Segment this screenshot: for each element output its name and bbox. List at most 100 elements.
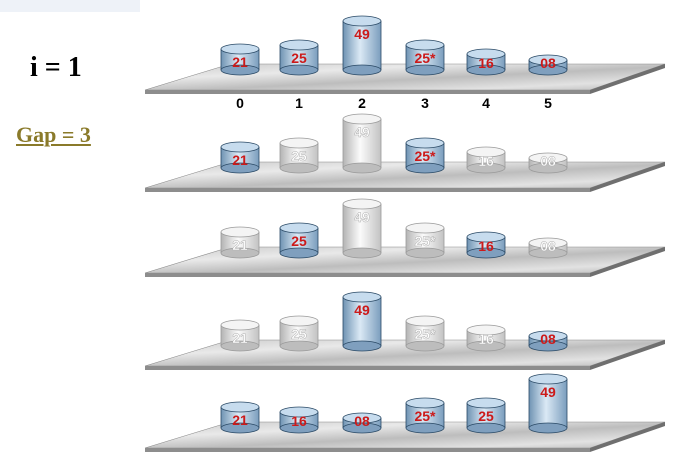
cylinder-r1-c1: 25 xyxy=(279,137,319,174)
cylinder-top xyxy=(405,137,445,149)
shelf-side xyxy=(590,340,665,370)
cylinder-value: 21 xyxy=(232,330,248,346)
cylinder-base xyxy=(405,162,445,174)
shelf-edge xyxy=(145,366,590,370)
cylinder-top xyxy=(528,54,568,66)
cylinder-top xyxy=(220,43,260,55)
cylinder-top xyxy=(220,141,260,153)
cylinder-value: 25* xyxy=(414,408,436,424)
cylinder-base xyxy=(342,247,382,259)
cylinder-r1-c2: 49 xyxy=(342,113,382,174)
cylinder-r2-c4: 16 xyxy=(466,231,506,259)
shelf-side xyxy=(590,64,665,94)
cylinder-value: 25* xyxy=(414,148,436,164)
cylinder-base xyxy=(279,64,319,76)
cylinder-value: 21 xyxy=(232,412,248,428)
cylinder-r3-c5: 08 xyxy=(528,330,568,352)
cylinder-top xyxy=(220,226,260,238)
cylinder-value: 25 xyxy=(291,50,307,66)
cylinder-top xyxy=(342,113,382,125)
cylinder-r3-c3: 25* xyxy=(405,315,445,352)
index-label-0: 0 xyxy=(236,95,244,111)
cylinder-value: 49 xyxy=(354,302,370,318)
cylinder-r4-c5: 49 xyxy=(528,373,568,434)
index-label-1: 1 xyxy=(295,95,303,111)
index-label-2: 2 xyxy=(358,95,366,111)
cylinder-top xyxy=(279,222,319,234)
cylinder-body xyxy=(221,407,259,428)
cylinder-top xyxy=(342,291,382,303)
cylinder-r4-c0: 21 xyxy=(220,401,260,434)
cylinder-value: 16 xyxy=(478,153,494,169)
cylinder-top xyxy=(405,397,445,409)
cylinder-base xyxy=(279,162,319,174)
cylinder-value: 16 xyxy=(478,331,494,347)
cylinder-r3-c4: 16 xyxy=(466,324,506,352)
cylinder-r1-c3: 25* xyxy=(405,137,445,174)
cylinder-r4-c1: 16 xyxy=(279,406,319,434)
cylinder-value: 25 xyxy=(478,408,494,424)
cylinder-top xyxy=(279,137,319,149)
index-label-4: 4 xyxy=(482,95,490,111)
cylinder-r2-c5: 08 xyxy=(528,237,568,259)
cylinder-value: 08 xyxy=(540,55,556,71)
cylinder-top xyxy=(342,198,382,210)
cylinder-body xyxy=(343,297,381,346)
cylinder-value: 25 xyxy=(291,326,307,342)
cylinder-top xyxy=(466,397,506,409)
cylinder-base xyxy=(528,422,568,434)
cylinder-r0-c4: 16 xyxy=(466,48,506,76)
cylinder-base xyxy=(405,422,445,434)
cylinder-body xyxy=(221,147,259,168)
cylinder-r2-c1: 25 xyxy=(279,222,319,259)
cylinder-value: 25* xyxy=(414,233,436,249)
cylinder-value: 49 xyxy=(354,26,370,42)
shelf-edge xyxy=(145,188,590,192)
cylinder-top xyxy=(405,315,445,327)
cylinder-r0-c1: 25 xyxy=(279,39,319,76)
cylinder-r4-c4: 25 xyxy=(466,397,506,434)
cylinder-top xyxy=(528,152,568,164)
cylinder-value: 08 xyxy=(540,238,556,254)
cylinder-r2-c3: 25* xyxy=(405,222,445,259)
cylinder-r3-c1: 25 xyxy=(279,315,319,352)
cylinder-value: 49 xyxy=(354,209,370,225)
cylinder-value: 25* xyxy=(414,326,436,342)
cylinder-value: 25* xyxy=(414,50,436,66)
shelf-side xyxy=(590,162,665,192)
shelf-side xyxy=(590,247,665,277)
cylinder-r0-c3: 25* xyxy=(405,39,445,76)
cylinder-r2-c0: 21 xyxy=(220,226,260,259)
cylinder-value: 25 xyxy=(291,233,307,249)
cylinder-base xyxy=(405,64,445,76)
cylinder-base xyxy=(405,247,445,259)
cylinder-value: 49 xyxy=(354,124,370,140)
index-label-3: 3 xyxy=(421,95,429,111)
gap-label: Gap = 3 xyxy=(16,122,91,147)
cylinder-top xyxy=(528,373,568,385)
shelves-layer xyxy=(144,63,666,452)
shelf-side xyxy=(590,422,665,452)
cylinder-r0-c2: 49 xyxy=(342,15,382,76)
cylinder-body xyxy=(343,119,381,168)
shelf-edge xyxy=(145,448,590,452)
cylinder-value: 21 xyxy=(232,54,248,70)
cylinder-value: 08 xyxy=(354,413,370,429)
corner-tab xyxy=(0,0,140,12)
cylinder-top xyxy=(279,39,319,51)
cylinder-body xyxy=(221,49,259,70)
cylinder-r1-c4: 16 xyxy=(466,146,506,174)
cylinder-r0-c5: 08 xyxy=(528,54,568,76)
cylinder-value: 16 xyxy=(478,55,494,71)
cylinder-r1-c5: 08 xyxy=(528,152,568,174)
cylinder-base xyxy=(466,422,506,434)
cylinder-top xyxy=(279,406,319,418)
cylinder-r3-c0: 21 xyxy=(220,319,260,352)
cylinder-value: 08 xyxy=(540,331,556,347)
cylinder-value: 49 xyxy=(540,384,556,400)
cylinder-base xyxy=(279,340,319,352)
cylinder-r2-c2: 49 xyxy=(342,198,382,259)
cylinder-r4-c2: 08 xyxy=(342,412,382,434)
